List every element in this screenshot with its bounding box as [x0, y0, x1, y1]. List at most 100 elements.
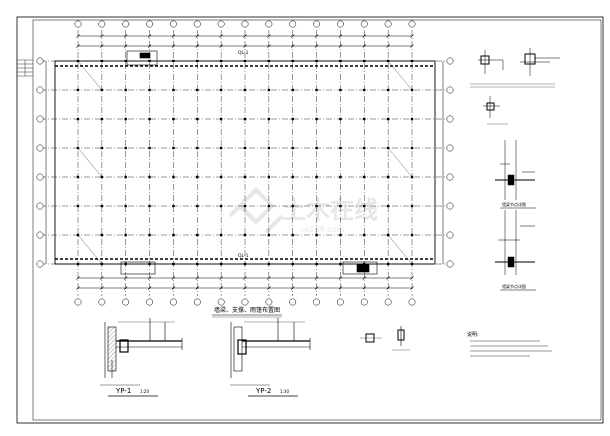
column-mark [124, 117, 127, 121]
column-mark [76, 262, 80, 266]
dimension-tick [219, 276, 223, 280]
dimension-tick [219, 44, 223, 48]
section-yp1-scale: 1:20 [140, 389, 149, 394]
axis-bubble [169, 20, 177, 28]
column-mark [243, 233, 247, 237]
plan-axis-bubbles [36, 20, 454, 306]
dimension-tick [410, 276, 414, 280]
column-mark [196, 117, 199, 121]
axis-bubble [446, 260, 454, 268]
plan-bracing-diagonals [77, 60, 413, 265]
column-mark [148, 88, 151, 92]
column-mark [76, 204, 80, 208]
dimension-tick [219, 34, 223, 38]
column-mark [124, 262, 127, 266]
axis-bubble [193, 298, 201, 306]
column-mark [219, 146, 223, 150]
column-mark [172, 146, 175, 150]
dimension-tick [267, 34, 271, 38]
dimension-tick [338, 44, 343, 48]
column-mark [100, 88, 104, 92]
axis-bubble [446, 144, 454, 152]
column-mark [267, 262, 271, 266]
column-mark [410, 146, 414, 150]
column-mark [100, 175, 104, 179]
column-mark [148, 175, 151, 179]
column-mark [172, 88, 175, 92]
axis-bubble [217, 298, 225, 306]
column-mark [291, 59, 294, 63]
dimension-tick [76, 286, 80, 290]
axis-bubble [36, 57, 44, 65]
dimension-tick [124, 286, 128, 290]
dimension-tick [100, 44, 104, 48]
axis-bubble [408, 298, 416, 306]
axis-bubble [169, 298, 177, 306]
dimension-tick [267, 286, 271, 290]
column-mark [148, 117, 151, 121]
column-mark [315, 146, 318, 150]
column-mark [172, 175, 175, 179]
axis-bubble [36, 144, 44, 152]
axis-bubble [36, 260, 44, 268]
column-mark [386, 88, 390, 92]
column-mark [363, 204, 366, 208]
dimension-tick [76, 44, 80, 48]
column-mark [267, 204, 271, 208]
column-mark [219, 262, 223, 266]
axis-bubble [289, 298, 297, 306]
axis-bubble [146, 298, 154, 306]
axis-bubble [313, 20, 321, 28]
dimension-tick [147, 276, 152, 280]
column-mark [315, 59, 318, 63]
canopy-marks [120, 50, 378, 275]
column-mark [339, 146, 342, 150]
column-mark [219, 233, 223, 237]
dimension-tick [386, 44, 390, 48]
watermark-logo-icon [228, 187, 284, 234]
bracing-line [77, 147, 102, 178]
column-mark [410, 233, 414, 237]
main-plan-title: 墙梁、支撑、雨篷布置图 [214, 306, 280, 314]
axis-bubble [446, 86, 454, 94]
column-mark [267, 233, 271, 237]
dimension-tick [195, 34, 199, 38]
axis-bubble [122, 298, 130, 306]
column-mark [339, 88, 342, 92]
dimension-tick [243, 34, 247, 38]
axis-bubble [446, 202, 454, 210]
column-mark [148, 59, 151, 63]
axis-bubble [74, 298, 82, 306]
axis-bubble [193, 20, 201, 28]
axis-bubble [313, 298, 321, 306]
column-mark [339, 262, 342, 266]
dimension-tick [171, 286, 176, 290]
watermark: 土木在线 co188.com [228, 187, 378, 234]
column-mark [291, 117, 294, 121]
dimension-tick [100, 276, 104, 280]
column-mark [315, 262, 318, 266]
axis-bubble [446, 115, 454, 123]
column-mark [124, 204, 127, 208]
axis-bubble [36, 202, 44, 210]
column-mark [386, 175, 390, 179]
axis-bubble [98, 20, 106, 28]
detail-label-1: 墙梁节点详图 [502, 201, 526, 207]
right-details [470, 48, 560, 275]
column-mark [172, 117, 175, 121]
column-mark [339, 204, 342, 208]
dimension-tick [76, 276, 80, 280]
column-mark [363, 175, 366, 179]
inner-border [32, 19, 602, 421]
dimension-tick [171, 276, 176, 280]
column-mark [219, 175, 223, 179]
column-mark [243, 117, 247, 121]
axis-bubble [446, 57, 454, 65]
column-mark [363, 117, 366, 121]
notes-heading: 说明: [467, 331, 479, 338]
column-mark [386, 117, 390, 121]
column-mark [267, 59, 271, 63]
column-mark [267, 88, 271, 92]
column-mark [315, 88, 318, 92]
axis-bubble [36, 173, 44, 181]
